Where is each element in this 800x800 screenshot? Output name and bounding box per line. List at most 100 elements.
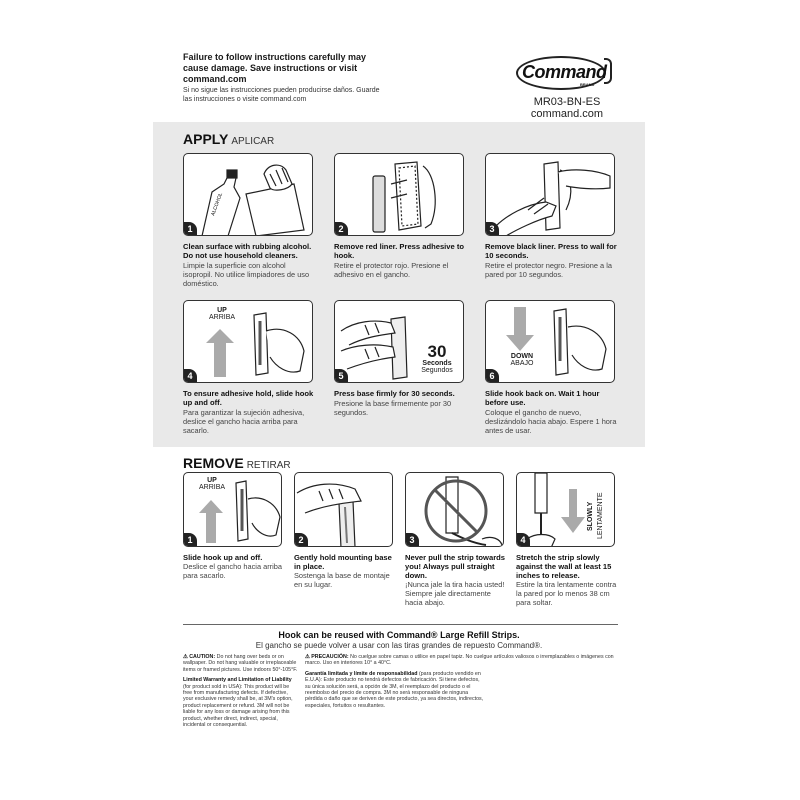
down-arrow-icon	[506, 307, 534, 351]
slide-up-icon	[206, 312, 305, 377]
apply-title-en: APPLY	[183, 131, 229, 147]
remove-title-en: REMOVE	[183, 455, 244, 471]
warning-spanish: Si no sigue las instrucciones pueden pro…	[183, 87, 380, 103]
model-number: MR03-BN-ES	[533, 96, 601, 108]
remove-step-2-caption: Gently hold mounting base in place. Sost…	[294, 553, 398, 589]
arrow-label-es: ARRIBA	[208, 314, 236, 321]
arrow-label: UP ARRIBA	[202, 307, 242, 321]
press-base-icon	[340, 316, 408, 380]
step-text-es: Para garantizar la sujeción adhesiva, de…	[183, 408, 305, 435]
precaucion-title: PRECAUCIÓN:	[311, 654, 349, 660]
step-number: 2	[335, 222, 348, 235]
reuse-note-en: Hook can be reused with Command® Large R…	[278, 630, 520, 640]
warranty-text: (for product sold in USA): This product …	[183, 683, 293, 729]
command-logo: Command BRAND	[516, 56, 616, 92]
caution-block-en: ⚠ CAUTION: Do not hang over beds or on w…	[183, 654, 298, 729]
arrow-label-es: ARRIBA	[198, 484, 226, 491]
apply-step-1-caption: Clean surface with rubbing alcohol. Do n…	[183, 242, 317, 288]
press-to-wall-icon	[495, 161, 611, 235]
arrow-label: DOWN ABAJO	[500, 353, 544, 367]
slide-up-icon	[199, 480, 281, 543]
remove-step-1-caption: Slide hook up and off. Deslice el gancho…	[183, 553, 287, 580]
arrow-label-en: DOWN	[510, 353, 534, 360]
step-number: 4	[517, 533, 530, 546]
model-info: MR03-BN-ES command.com	[528, 96, 606, 120]
step-number: 1	[184, 533, 197, 546]
step-text-es: Sostenga la base de montaje en su lugar.	[294, 571, 390, 589]
remove-step-1-illustration: UP ARRIBA 1	[183, 472, 282, 547]
do-not-pull-icon	[424, 476, 503, 546]
timer-value: 30	[427, 342, 447, 361]
garantia-text: (para producto vendido en E.U.A): Este p…	[305, 670, 484, 709]
remove-step-3-illustration: 3	[405, 472, 504, 547]
step-text-en: Stretch the strip slowly against the wal…	[516, 553, 612, 580]
step-text-es: Presione la base firmemente por 30 segun…	[334, 399, 452, 417]
apply-step-2-illustration: 2	[334, 153, 464, 236]
timer-label: 30 Seconds Segundos	[417, 343, 457, 374]
remove-step-4-illustration: SLOWLY LENTAMENTE 4	[516, 472, 615, 547]
header-warning: Failure to follow instructions carefully…	[183, 52, 383, 104]
step-text-es: Retire el protector rojo. Presione el ad…	[334, 261, 449, 279]
arrow-label-es: ABAJO	[510, 360, 534, 367]
arrow-label-en: UP	[207, 477, 217, 484]
hook-icon	[604, 58, 612, 84]
timer-unit-es: Segundos	[421, 367, 453, 374]
step-text-es: Coloque el gancho de nuevo, deslizándolo…	[485, 408, 617, 435]
apply-step-5-illustration: 30 Seconds Segundos 5	[334, 300, 464, 383]
hold-base-icon	[296, 483, 362, 546]
section-divider	[183, 624, 618, 625]
step-text-en: Remove black liner. Press to wall for 10…	[485, 242, 617, 260]
step-number: 1	[184, 222, 197, 235]
arrow-label-en: UP	[217, 307, 227, 314]
up-arrow-icon	[206, 329, 234, 377]
slide-down-icon	[506, 307, 607, 376]
warning-english: Failure to follow instructions carefully…	[183, 52, 367, 84]
adhesive-strip-icon	[372, 161, 436, 233]
apply-step-5-caption: Press base firmly for 30 seconds. Presio…	[334, 389, 468, 417]
step-number: 5	[335, 369, 348, 382]
apply-step-4-illustration: UP ARRIBA 4	[183, 300, 313, 383]
apply-step-3-illustration: 3	[485, 153, 615, 236]
step-text-en: To ensure adhesive hold, slide hook up a…	[183, 389, 314, 407]
apply-step-4-caption: To ensure adhesive hold, slide hook up a…	[183, 389, 317, 435]
step-text-en: Gently hold mounting base in place.	[294, 553, 392, 571]
step-number: 2	[295, 533, 308, 546]
prohibition-icon	[424, 479, 488, 543]
arrow-label-es: LENTAMENTE	[597, 492, 604, 539]
up-arrow-icon	[199, 500, 223, 543]
step-text-es: Deslice el gancho hacia arriba para saca…	[183, 562, 283, 580]
logo-wordmark: Command	[522, 62, 607, 82]
reuse-note-es: El gancho se puede volver a usar con las…	[255, 641, 543, 650]
logo-oval	[516, 56, 606, 90]
step-text-en: Remove red liner. Press adhesive to hook…	[334, 242, 464, 260]
step-text-en: Clean surface with rubbing alcohol. Do n…	[183, 242, 312, 260]
apply-step-3-caption: Remove black liner. Press to wall for 10…	[485, 242, 619, 279]
remove-step-2-illustration: 2	[294, 472, 393, 547]
apply-step-6-caption: Slide hook back on. Wait 1 hour before u…	[485, 389, 619, 435]
remove-step-3-caption: Never pull the strip towards you! Always…	[405, 553, 509, 607]
apply-step-2-caption: Remove red liner. Press adhesive to hook…	[334, 242, 468, 279]
step-number: 3	[486, 222, 499, 235]
step-text-en: Slide hook up and off.	[183, 553, 263, 562]
logo-brand-tag: BRAND	[580, 82, 595, 87]
step-text-es: Limpie la superficie con alcohol isoprop…	[183, 261, 310, 288]
warranty-title: Limited Warranty and Limitation of Liabi…	[183, 677, 292, 684]
step-text-es: Estire la tira lentamente contra la pare…	[516, 580, 617, 607]
arrow-label-en: SLOWLY	[587, 501, 594, 531]
step-text-es: Retire el protector negro. Presione a la…	[485, 261, 612, 279]
garantia-title: Garantía limitada y límite de responsabi…	[305, 670, 418, 677]
step-number: 4	[184, 369, 197, 382]
step-number: 6	[486, 369, 499, 382]
down-arrow-icon	[561, 489, 585, 533]
timer-unit-en: Seconds	[422, 360, 452, 367]
step-text-en: Never pull the strip towards you! Always…	[405, 553, 506, 580]
remove-step-4-caption: Stretch the strip slowly against the wal…	[516, 553, 620, 607]
caution-text: Do not hang over beds or on wallpaper. D…	[183, 654, 298, 673]
caution-block-es: ⚠ PRECAUCIÓN: No cuelgue sobre camas o u…	[305, 654, 614, 709]
step-number: 3	[406, 533, 419, 546]
precaucion-text: No cuelgue sobre camas o utilice en pape…	[305, 654, 614, 667]
alcohol-bottle-wipe-icon: ALCOHOL	[201, 164, 305, 235]
